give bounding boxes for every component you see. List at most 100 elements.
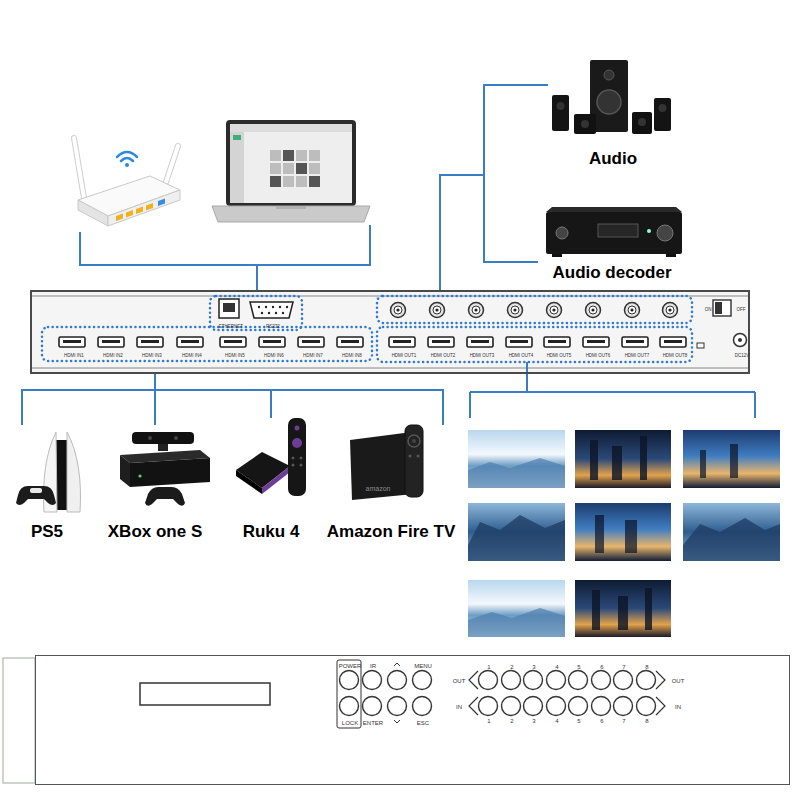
port-label: OFF (737, 308, 746, 313)
screen-detail (592, 590, 600, 630)
row-bracket (469, 671, 478, 689)
screen (683, 430, 780, 488)
wifi-symbol (121, 158, 133, 161)
ui-cell (283, 150, 294, 161)
controller (30, 488, 42, 493)
hdmi-port (389, 337, 415, 347)
router-port (136, 207, 143, 215)
channel-button (524, 697, 543, 716)
ethernet-port (219, 299, 239, 318)
coax-connector (508, 303, 523, 318)
antenna (166, 146, 178, 182)
remote-button (300, 464, 303, 467)
device-node: Audio (548, 55, 678, 170)
indicator-light (647, 229, 651, 233)
screen-detail (468, 608, 565, 637)
device-caption: Amazon Fire TV (327, 523, 455, 540)
controller (16, 486, 56, 505)
logo-text: amazon (366, 485, 391, 492)
foot (666, 254, 676, 257)
satellite-speaker (632, 112, 652, 134)
ui-cell (296, 163, 307, 174)
wifi-symbol (125, 163, 129, 167)
button-label: POWER (339, 663, 362, 669)
laptop-screen (230, 124, 352, 203)
screen (575, 580, 671, 637)
coax-connector (663, 303, 678, 318)
button-label: ESC (417, 720, 429, 726)
screen-detail (618, 596, 628, 630)
power-light (138, 474, 141, 477)
channel-button (524, 671, 543, 690)
hdmi-port (220, 337, 246, 347)
roku-player (236, 418, 306, 496)
port-label: HDMI IN3 (142, 354, 162, 359)
rs232-pin (279, 306, 281, 308)
panel-face (30, 290, 750, 374)
rs232-pin (282, 312, 284, 314)
panel-button (363, 697, 382, 716)
remote-button (292, 457, 295, 460)
row-bracket (656, 697, 665, 715)
laptop-notch (276, 206, 306, 209)
down-symbol (394, 720, 400, 723)
port-label: HDMI OUT7 (625, 354, 650, 359)
decoder-front (546, 212, 682, 254)
port-label: HDMI IN8 (342, 354, 362, 359)
hdmi-port (428, 337, 454, 347)
screen-detail (625, 520, 637, 553)
router-body (108, 190, 180, 226)
ir-port (697, 343, 704, 348)
panel-button (340, 697, 359, 716)
screen (575, 503, 671, 561)
screen-detail (640, 436, 647, 480)
button-label: 5 (577, 718, 580, 724)
device-caption: PS5 (31, 523, 63, 540)
ui-cell (309, 176, 320, 187)
button-label: 4 (555, 664, 558, 670)
remote-button (292, 438, 302, 448)
console-side (120, 455, 130, 487)
row-bracket (469, 697, 478, 715)
antenna (74, 138, 84, 198)
screen (683, 503, 780, 561)
button-label: 1 (487, 718, 490, 724)
lcd-display (140, 683, 270, 705)
remote-button (417, 455, 420, 458)
remote-button (408, 435, 420, 447)
dotted-group (377, 327, 692, 362)
hdmi-port (298, 337, 324, 347)
console-core (56, 440, 68, 510)
button-label: 7 (622, 718, 625, 724)
kinect-stand (158, 444, 168, 451)
fire-tv-box (350, 425, 423, 500)
button-label: IR (370, 663, 376, 669)
front-panel-art (3, 655, 790, 785)
port-label: HDMI IN6 (264, 354, 284, 359)
button-label: 6 (600, 718, 603, 724)
rs232-pin (286, 306, 288, 308)
port-label: HDMI IN5 (225, 354, 245, 359)
screen (468, 580, 565, 637)
button-label: ENTER (363, 720, 383, 726)
ps5-console (16, 432, 80, 512)
kinect-lens (174, 436, 178, 440)
bracket-line (470, 362, 755, 418)
panel-button (388, 671, 407, 690)
panel-face (35, 655, 790, 785)
hdmi-port (583, 337, 609, 347)
screen-detail (683, 518, 780, 561)
hdmi-port (467, 337, 493, 347)
speaker-cone (638, 118, 646, 126)
port-label: HDMI OUT1 (392, 354, 417, 359)
connector-line (155, 374, 271, 418)
channel-button (569, 671, 588, 690)
wifi-symbol (117, 152, 137, 157)
rs232-pin (258, 306, 260, 308)
antenna (74, 138, 84, 198)
channel-button (614, 671, 633, 690)
panel-button (388, 697, 407, 716)
coax-connector (469, 303, 484, 318)
channel-button (637, 671, 656, 690)
hdmi-port (660, 337, 686, 347)
